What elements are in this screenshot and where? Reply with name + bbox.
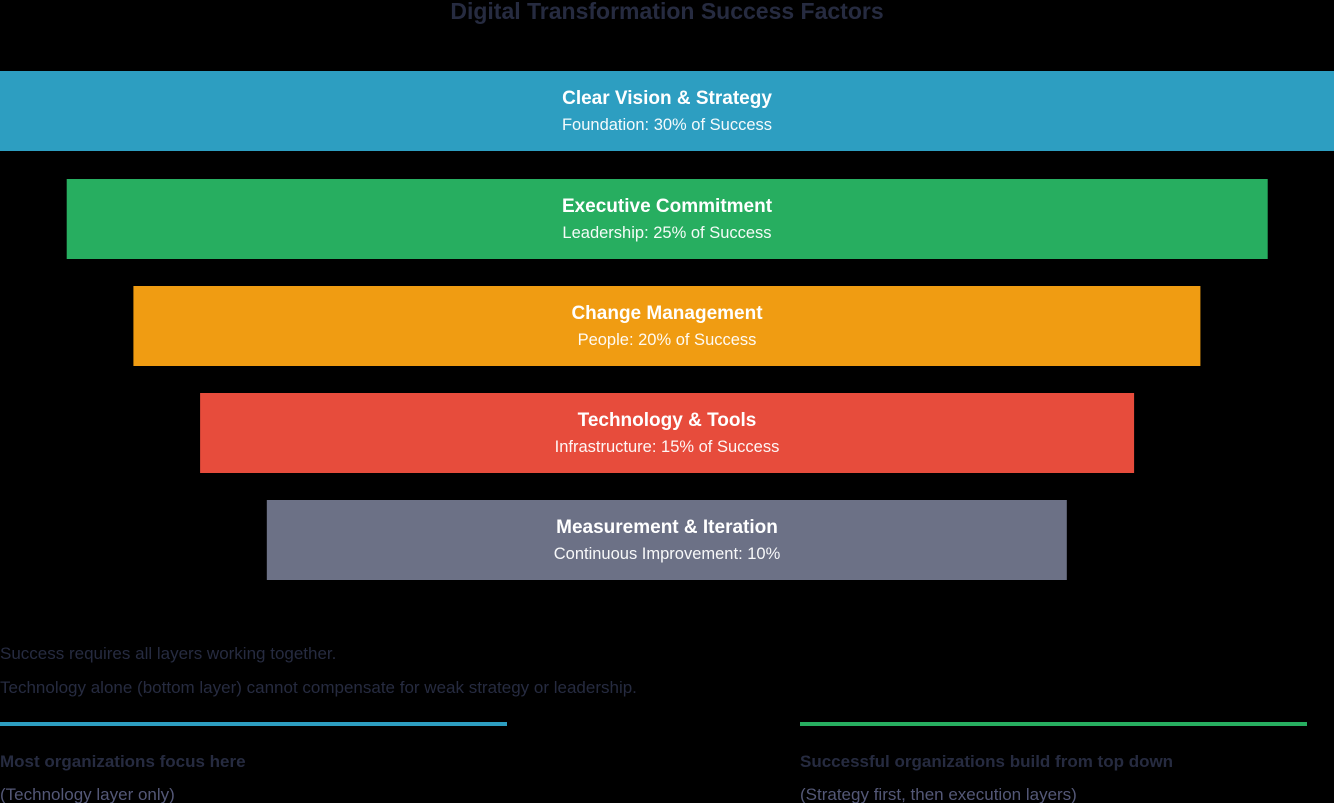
layer-title: Measurement & Iteration [556, 516, 778, 538]
layer-subtitle: Continuous Improvement: 10% [553, 544, 781, 563]
layer-subtitle: Foundation: 30% of Success [561, 115, 773, 134]
funnel-layer-vision: Clear Vision & Strategy Foundation: 30% … [0, 71, 1334, 151]
funnel-layer-change: Change Management People: 20% of Success [133, 286, 1201, 366]
layer-subtitle: People: 20% of Success [577, 330, 757, 349]
left-annotation-heading: Most organizations focus here [0, 752, 246, 771]
layer-title: Executive Commitment [561, 195, 773, 217]
right-annotation-detail: (Strategy first, then execution layers) [800, 785, 1077, 803]
note-all-layers: Success requires all layers working toge… [0, 644, 337, 663]
left-annotation-rule [0, 722, 507, 726]
layer-title: Technology & Tools [577, 409, 757, 431]
funnel-layer-commitment: Executive Commitment Leadership: 25% of … [66, 179, 1268, 259]
note-technology-alone: Technology alone (bottom layer) cannot c… [0, 678, 637, 697]
layer-title: Clear Vision & Strategy [562, 87, 772, 109]
funnel-layer-measurement: Measurement & Iteration Continuous Impro… [266, 500, 1068, 580]
layer-title: Change Management [571, 302, 763, 324]
layer-subtitle: Leadership: 25% of Success [562, 223, 772, 242]
right-annotation-heading: Successful organizations build from top … [800, 752, 1174, 771]
funnel-layer-technology: Technology & Tools Infrastructure: 15% o… [200, 393, 1134, 473]
layer-subtitle: Infrastructure: 15% of Success [554, 437, 780, 456]
diagram-title: Digital Transformation Success Factors [450, 0, 884, 24]
left-annotation-detail: (Technology layer only) [0, 785, 175, 803]
right-annotation-rule [800, 722, 1307, 726]
